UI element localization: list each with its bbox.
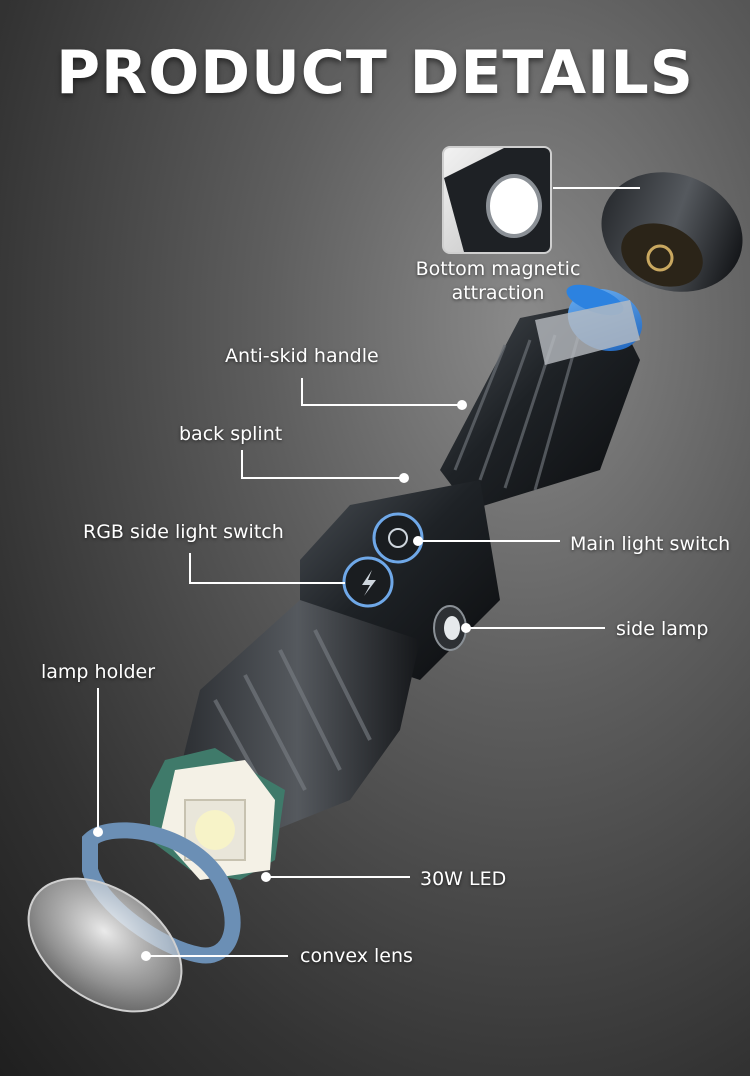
label-rgb-switch: RGB side light switch [83,521,284,543]
label-side-lamp: side lamp [616,618,709,640]
tail-cap-icon [601,172,743,292]
magnetic-base-inset [442,146,552,254]
label-bottom-magnetic-line1: Bottom magnetic [415,258,581,280]
label-30w-led: 30W LED [420,868,507,890]
callout-lines [97,187,640,957]
label-bottom-magnetic: Bottom magnetic attraction [408,257,588,305]
label-bottom-magnetic-line2: attraction [451,282,545,304]
label-convex-lens: convex lens [300,945,413,967]
page-title: PRODUCT DETAILS [56,38,694,108]
label-main-light-switch: Main light switch [570,533,731,555]
label-anti-skid-handle: Anti-skid handle [225,345,379,367]
convex-lens-icon [27,877,183,1013]
callout-dots [93,400,471,961]
rgb-light-switch-icon [342,556,394,608]
label-lamp-holder: lamp holder [41,661,156,683]
label-back-splint: back splint [179,423,283,445]
